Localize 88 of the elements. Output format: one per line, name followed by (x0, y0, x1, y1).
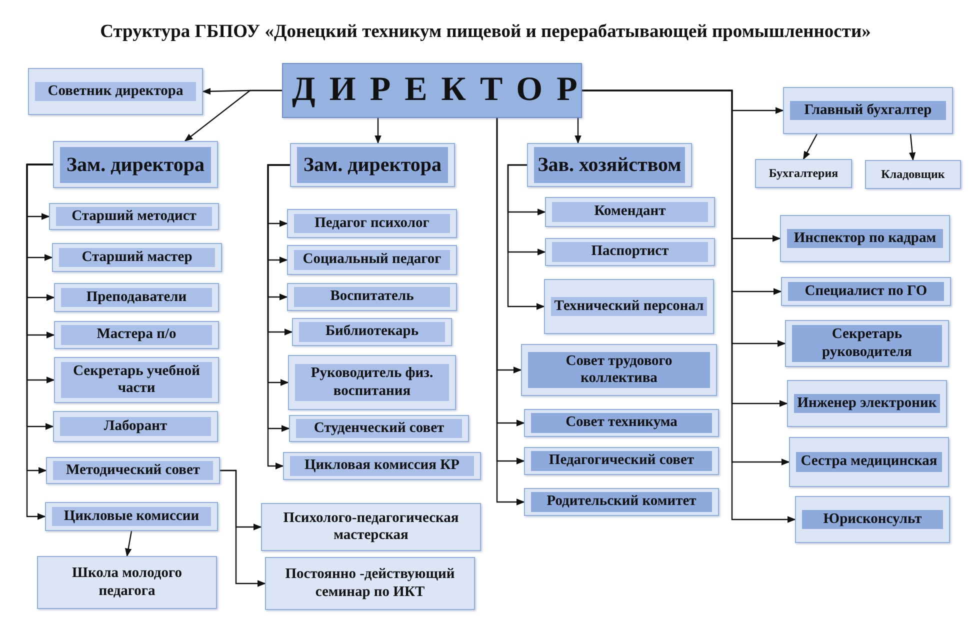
box-label: Специалист по ГО (788, 282, 944, 302)
box-label: Руководитель физ. воспитания (295, 364, 449, 401)
connector-arrow (908, 134, 916, 161)
connector-arrow (582, 90, 796, 523)
box-label: Сестра медицинская (796, 452, 942, 472)
position-box (287, 209, 457, 238)
position-box (52, 243, 222, 272)
box-label: Главный бухгалтер (790, 100, 946, 120)
position-box (53, 411, 218, 442)
position-box (46, 457, 220, 484)
connector-arrow (574, 118, 582, 144)
position-box (521, 344, 717, 396)
connector-arrow (125, 530, 132, 557)
box-label: Технический персонал (551, 296, 707, 316)
position-box (288, 355, 456, 410)
box-label: Бухгалтерия (768, 165, 840, 182)
diagram-title: Структура ГБПОУ «Донецкий техникум пищевой и перерабатывающей промышленности» (99, 22, 872, 43)
unit-box (755, 159, 852, 188)
box-label: Зам. директора (60, 146, 211, 182)
unit-box (865, 160, 961, 189)
box-label: Родительский комитет (531, 492, 712, 512)
connector-arrow (507, 164, 545, 310)
box-label: Секретарь учебной части (61, 362, 212, 398)
box-label: Цикловая комиссия КР (290, 456, 474, 476)
box-label: Педагогический совет (531, 451, 712, 471)
position-box (292, 318, 452, 346)
connector-arrow (184, 90, 282, 142)
box-label: Постоянно -действующий семинар по ИКТ (284, 565, 456, 602)
box-label: Зам. директора (297, 147, 448, 183)
box-label: Совет техникума (531, 413, 712, 433)
connector-arrow (802, 134, 818, 160)
position-box (544, 279, 714, 334)
position-box (28, 68, 203, 115)
box-label: Методический совет (53, 460, 213, 480)
position-box (287, 245, 457, 275)
box-label: Кладовщик (880, 166, 946, 183)
box-label: Психолого-педагогическая мастерская (282, 508, 460, 545)
box-label: Инспектор по кадрам (787, 228, 943, 248)
position-box (545, 238, 715, 266)
box-label: ДИРЕКТОР (291, 70, 575, 110)
position-box (789, 437, 949, 487)
box-label: Паспортист (552, 242, 708, 262)
director-box (282, 63, 582, 118)
box-label: Комендант (552, 202, 708, 222)
box-label: Инженер электроник (794, 394, 940, 414)
box-label: Воспитатель (294, 287, 450, 307)
position-box (287, 283, 457, 311)
box-label: Юрисконсульт (802, 510, 943, 530)
connector-arrow (220, 470, 266, 587)
position-box (524, 488, 719, 516)
position-box (524, 447, 719, 475)
position-box (54, 321, 219, 349)
position-box (54, 357, 219, 403)
department-head-box (527, 143, 692, 187)
unit-box (37, 556, 217, 609)
unit-box (261, 503, 481, 551)
box-label: Мастера п/о (61, 325, 212, 345)
box-label: Социальный педагог (294, 250, 450, 270)
box-label: Зав. хозяйством (534, 147, 685, 183)
box-label: Педагог психолог (294, 214, 450, 234)
box-label: Старший мастер (59, 248, 215, 268)
position-box (787, 380, 947, 427)
position-box (49, 203, 219, 230)
position-box (795, 496, 950, 543)
unit-box (265, 557, 475, 610)
position-box (785, 320, 949, 367)
department-head-box (53, 141, 218, 188)
position-box (781, 277, 951, 306)
position-box (780, 215, 950, 262)
box-label: Секретарь руководителя (792, 325, 942, 362)
box-label: Школа молодого педагога (71, 564, 183, 600)
connector-arrow (374, 118, 382, 144)
box-label: Старший методист (56, 206, 212, 226)
position-box (783, 87, 953, 134)
position-box (283, 452, 481, 480)
position-box (54, 283, 219, 312)
box-label: Совет трудового коллектива (528, 352, 710, 388)
department-head-box (290, 143, 455, 187)
box-label: Лаборант (60, 416, 211, 436)
position-box (524, 409, 719, 437)
position-box (545, 197, 715, 227)
box-label: Студенческий совет (296, 418, 462, 438)
box-label: Преподаватели (61, 288, 212, 308)
position-box (45, 502, 218, 531)
box-label: Цикловые комиссии (52, 506, 211, 526)
position-box (289, 415, 469, 442)
box-label: Библиотекарь (299, 322, 445, 342)
box-label: Советник директора (35, 82, 196, 102)
